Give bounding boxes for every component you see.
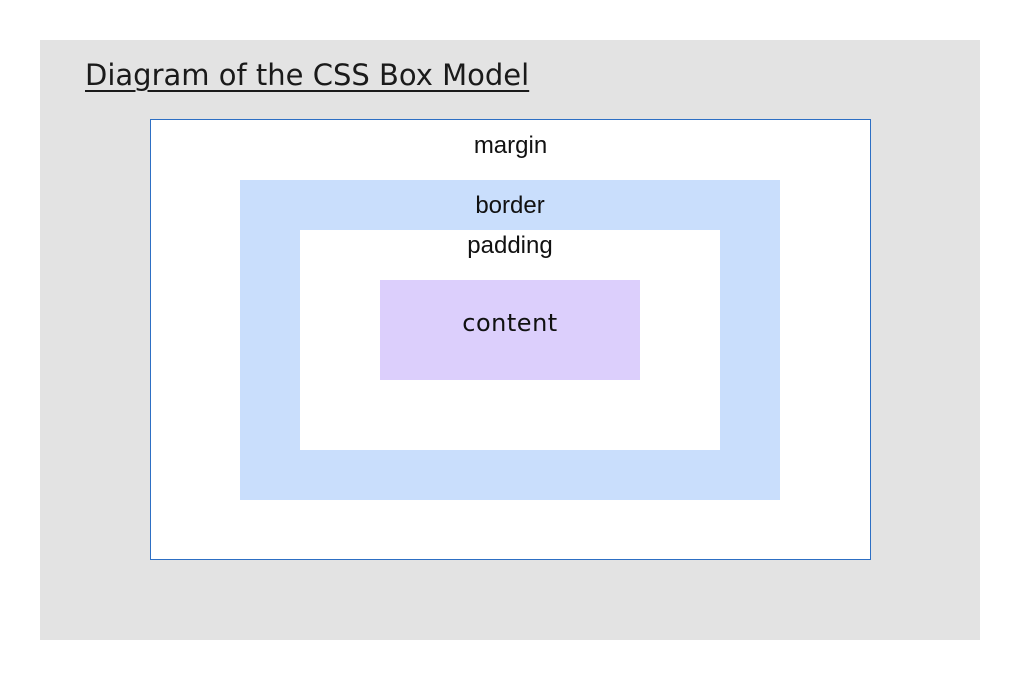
margin-label: margin: [473, 132, 548, 159]
diagram-panel: Diagram of the CSS Box Model margin bord…: [40, 40, 980, 640]
padding-box: padding content: [300, 230, 720, 450]
diagram-title: Diagram of the CSS Box Model: [85, 58, 530, 92]
border-box: border padding content: [240, 180, 780, 500]
margin-box: margin border padding content: [150, 119, 871, 560]
content-box: content: [380, 280, 640, 380]
content-label: content: [462, 309, 558, 337]
padding-label: padding: [467, 232, 553, 259]
border-label: border: [475, 192, 545, 219]
